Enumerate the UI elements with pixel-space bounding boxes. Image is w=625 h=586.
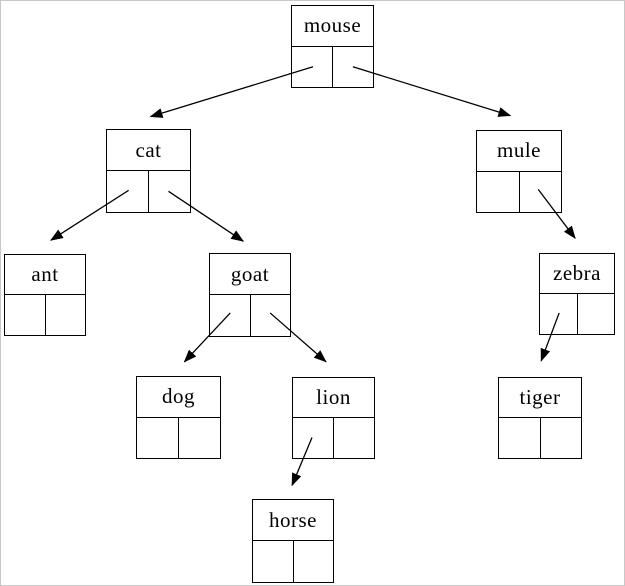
left-pointer-cell bbox=[210, 295, 251, 336]
node-label-horse: horse bbox=[253, 500, 333, 541]
tree-node-ant: ant bbox=[4, 254, 86, 336]
tree-node-lion: lion bbox=[292, 377, 375, 459]
right-pointer-cell bbox=[46, 295, 86, 335]
node-label-tiger: tiger bbox=[499, 378, 581, 418]
node-label-lion: lion bbox=[293, 378, 374, 418]
node-label-mule: mule bbox=[477, 131, 561, 172]
pointer-cells bbox=[499, 418, 581, 458]
tree-node-goat: goat bbox=[209, 253, 291, 337]
tree-node-zebra: zebra bbox=[539, 253, 615, 335]
left-pointer-cell bbox=[292, 46, 333, 87]
tree-node-mule: mule bbox=[476, 130, 562, 213]
right-pointer-cell bbox=[333, 47, 373, 88]
right-pointer-cell bbox=[251, 295, 291, 336]
left-pointer-cell bbox=[499, 418, 541, 458]
right-pointer-cell bbox=[179, 418, 220, 459]
left-pointer-cell bbox=[107, 171, 149, 212]
pointer-cells bbox=[253, 541, 333, 582]
tree-node-tiger: tiger bbox=[498, 377, 582, 459]
right-pointer-cell bbox=[334, 418, 374, 458]
node-label-ant: ant bbox=[5, 255, 85, 295]
left-pointer-cell bbox=[253, 541, 294, 582]
left-pointer-cell bbox=[5, 295, 46, 335]
tree-node-cat: cat bbox=[106, 129, 191, 213]
pointer-cells bbox=[137, 417, 220, 459]
node-label-goat: goat bbox=[210, 254, 290, 295]
right-pointer-cell bbox=[578, 294, 615, 334]
edge-mouse-cat bbox=[149, 66, 314, 118]
right-pointer-cell bbox=[294, 541, 334, 582]
node-label-mouse: mouse bbox=[292, 6, 373, 47]
right-pointer-cell bbox=[520, 172, 562, 213]
pointer-cells bbox=[293, 418, 374, 458]
pointer-cells bbox=[477, 171, 562, 213]
left-pointer-cell bbox=[477, 171, 520, 212]
tree-node-dog: dog bbox=[136, 376, 221, 459]
pointer-cells bbox=[540, 294, 614, 334]
tree-node-horse: horse bbox=[252, 499, 334, 583]
left-pointer-cell bbox=[540, 294, 578, 334]
left-pointer-cell bbox=[137, 417, 179, 458]
pointer-cells bbox=[5, 295, 85, 335]
node-label-cat: cat bbox=[107, 130, 190, 171]
pointer-cells bbox=[107, 171, 190, 212]
right-pointer-cell bbox=[149, 171, 190, 212]
pointer-cells bbox=[292, 46, 373, 88]
edge-mouse-mule bbox=[352, 66, 512, 117]
right-pointer-cell bbox=[541, 418, 582, 458]
tree-node-mouse: mouse bbox=[291, 5, 374, 88]
pointer-cells bbox=[210, 295, 290, 336]
node-label-zebra: zebra bbox=[540, 254, 614, 294]
node-label-dog: dog bbox=[137, 377, 220, 418]
left-pointer-cell bbox=[293, 418, 334, 458]
